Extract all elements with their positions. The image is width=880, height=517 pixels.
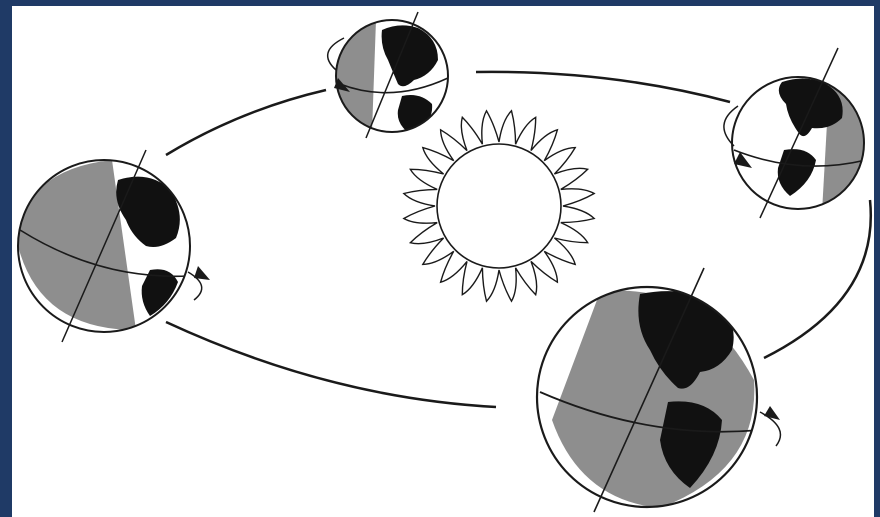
sun-disk bbox=[437, 144, 561, 268]
orbit-segment-bottom bbox=[166, 322, 496, 407]
orbit-segment-top-right bbox=[476, 72, 730, 102]
sun bbox=[404, 111, 594, 301]
orbit-segment-top-left bbox=[166, 90, 326, 155]
earth-left bbox=[18, 150, 210, 342]
earth-bottom-right bbox=[537, 268, 780, 512]
earth-right bbox=[724, 48, 868, 218]
orbit-segment-right bbox=[764, 200, 871, 358]
earth-top bbox=[328, 12, 448, 138]
